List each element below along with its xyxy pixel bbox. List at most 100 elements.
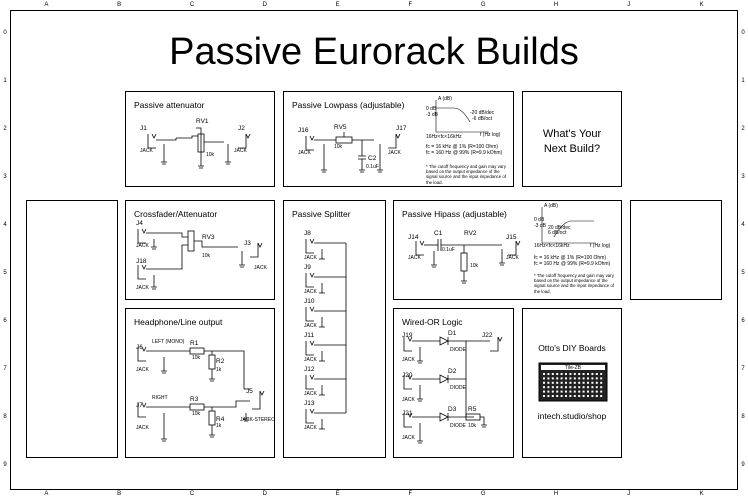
board-hole xyxy=(573,377,576,380)
headphone-r4-val: 1k xyxy=(216,423,222,429)
column-label-d: D xyxy=(262,2,267,8)
board-hole xyxy=(578,373,581,375)
crossfader-ref-rv3: RV3 xyxy=(202,234,215,241)
lowpass-title: Passive Lowpass (adjustable) xyxy=(292,100,405,110)
otto-url[interactable]: intech.studio/shop xyxy=(537,411,607,421)
attenuator-ref-j1: J1 xyxy=(140,125,147,132)
splitter-jack-label: JACK xyxy=(304,323,317,329)
wiredor-diode-2: DIODE xyxy=(450,385,467,391)
board-hole xyxy=(560,386,563,389)
column-label-b: B xyxy=(117,491,122,497)
splitter-jack-label: JACK xyxy=(304,289,317,295)
splitter-ref: J13 xyxy=(304,400,315,407)
board-hole xyxy=(573,381,576,384)
next-build-line-1: What's Your xyxy=(542,128,602,140)
splitter-jack-label: JACK xyxy=(304,357,317,363)
headphone-ref-r2: R2 xyxy=(216,358,225,365)
hipass-title: Passive Hipass (adjustable) xyxy=(402,209,507,219)
headphone-ref-j7: J7 xyxy=(136,402,143,409)
board-hole xyxy=(551,373,554,375)
passive-lowpass-box: Passive Lowpass (adjustable) J16 RV5 J17… xyxy=(283,91,514,187)
board-hole xyxy=(569,395,572,397)
row-label-3: 3 xyxy=(3,174,7,180)
lowpass-fc-2: fc = 160 Hz @ 99% (R=9.9 kOhm) xyxy=(426,150,503,156)
column-label-j: J xyxy=(627,491,631,497)
crossfader-res: 10k xyxy=(202,253,211,259)
lowpass-ref-j16: J16 xyxy=(298,127,309,134)
lowpass-jack-1: JACK xyxy=(298,150,311,156)
lowpass-ref-j17: J17 xyxy=(396,125,407,132)
attenuator-schematic: J1 RV1 J2 JACK JACK 10k xyxy=(140,118,251,169)
crossfader-box: Crossfader/Attenuator J4 RV3 J3 J18 10k … xyxy=(125,200,275,300)
splitter-jack-label: JACK xyxy=(304,255,317,261)
wiredor-r5-val: 10k xyxy=(468,423,477,429)
headphone-ref-r1: R1 xyxy=(190,340,199,347)
board-hole xyxy=(547,381,550,384)
wiredor-ref-d1: D1 xyxy=(448,330,457,337)
column-label-h: H xyxy=(553,491,559,497)
board-hole xyxy=(595,377,598,380)
board-hole xyxy=(573,386,576,389)
hipass-ref-c1: C1 xyxy=(434,230,443,237)
column-label-k: K xyxy=(699,2,704,8)
board-hole xyxy=(565,395,567,397)
board-hole xyxy=(595,386,598,389)
wiredor-title: Wired-OR Logic xyxy=(402,317,463,327)
board-hole xyxy=(573,395,576,397)
board-hole xyxy=(587,390,589,393)
lowpass-schematic: J16 RV5 J17 C2 10k 0.1uF JACK JACK A (dB… xyxy=(298,96,503,173)
row-label-0: 0 xyxy=(3,30,7,36)
wiredor-diode-1: DIODE xyxy=(450,347,467,353)
board-hole xyxy=(565,386,567,389)
headphone-stereo-label: JACK-STEREO xyxy=(240,417,275,423)
lowpass-graph-slope2: -6 dB/oct xyxy=(472,116,493,122)
board-hole xyxy=(569,373,572,375)
passive-attenuator-box: Passive attenuator J1 RV1 J2 JACK JACK 1… xyxy=(125,91,275,187)
board-hole xyxy=(569,381,572,384)
wired-or-box: Wired-OR Logic J19 D1 J22 J20 D2 J21 D3 … xyxy=(393,308,514,458)
splitter-jack-symbol xyxy=(305,306,346,328)
column-label-k: K xyxy=(699,491,704,497)
hipass-graph-slope2: 6 dB/oct xyxy=(548,230,567,236)
lowpass-ref-rv5: RV5 xyxy=(334,124,347,131)
splitter-ref: J12 xyxy=(304,366,315,373)
headphone-box: Headphone/Line output J6 R1 R2 J5 J7 R3 … xyxy=(125,308,275,458)
headphone-ref-j5: J5 xyxy=(246,388,253,395)
attenuator-res: 10k xyxy=(206,152,215,158)
crossfader-ref-j3: J3 xyxy=(244,240,251,247)
splitter-ref: J8 xyxy=(304,230,311,237)
wiredor-ref-j19: J19 xyxy=(402,332,413,339)
board-hole xyxy=(547,373,550,375)
hipass-graph-yaxis: A (dB) xyxy=(544,203,558,209)
splitter-ref: J11 xyxy=(304,332,314,339)
board-hole xyxy=(547,386,550,389)
board-hole xyxy=(600,390,603,393)
headphone-right-label: RIGHT xyxy=(152,395,168,401)
hipass-ref-rv2: RV2 xyxy=(464,230,477,237)
column-label-a: A xyxy=(44,491,49,497)
column-label-f: F xyxy=(408,2,413,8)
board-hole xyxy=(547,390,550,393)
board-hole xyxy=(587,377,589,380)
board-hole xyxy=(569,386,572,389)
board-hole xyxy=(573,390,576,393)
headphone-jack-2: JACK xyxy=(136,425,149,431)
board-hole xyxy=(600,373,603,375)
empty-box-left xyxy=(26,200,118,458)
board-hole xyxy=(551,395,554,397)
headphone-ref-r3: R3 xyxy=(190,396,199,403)
board-hole xyxy=(582,377,585,380)
hipass-note: * The cutoff frequency and gain may vary… xyxy=(534,273,615,294)
row-label-9: 9 xyxy=(741,462,745,468)
board-hole xyxy=(551,381,554,384)
column-label-c: C xyxy=(189,2,195,8)
board-hole xyxy=(582,381,585,384)
row-label-6: 6 xyxy=(741,318,745,324)
board-hole xyxy=(547,377,550,380)
lowpass-fc-1: fc = 16 kHz @ 1% (R=100 Ohm) xyxy=(426,144,498,150)
splitter-ref: J9 xyxy=(304,264,311,271)
row-label-2: 2 xyxy=(3,126,7,132)
column-label-g: G xyxy=(480,2,486,8)
board-hole xyxy=(556,395,559,397)
board-hole xyxy=(582,390,585,393)
